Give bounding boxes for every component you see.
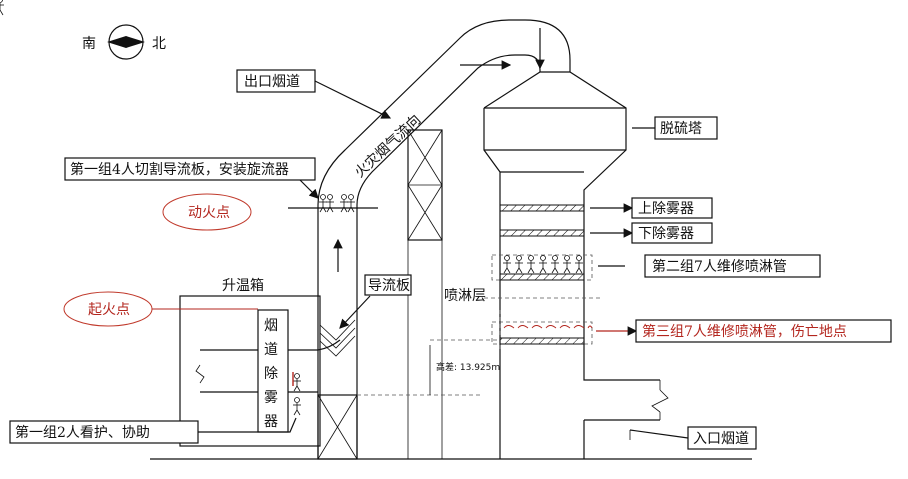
- group1-cut-box: [64, 157, 316, 181]
- upper-demister-band: [499, 204, 585, 212]
- hot-work-cloud: [162, 193, 252, 231]
- inlet-flue-leader: [629, 429, 689, 439]
- group2-workers: [0, 0, 584, 274]
- group3-casualties: [503, 325, 593, 329]
- inlet-flue-label: 入口烟道: [693, 431, 749, 447]
- flue-demister-c5: 器: [264, 414, 278, 430]
- compass-south-label: 南: [82, 36, 96, 52]
- spray-layer-area: [484, 254, 600, 345]
- flue-demister-c4: 雾: [264, 390, 278, 406]
- outlet-flue-leader: [314, 80, 392, 119]
- compass-north-label: 北: [152, 36, 166, 52]
- flue-demister-c3: 除: [264, 366, 278, 382]
- group3-label: 第三组7人维修喷淋管，伤亡地点: [642, 323, 847, 340]
- heating-box: [179, 295, 321, 447]
- group3-box: [635, 319, 892, 343]
- guide-plate-label: 导流板: [368, 278, 410, 294]
- fire-smoke-flow-label: 火灾烟气流向: [351, 111, 424, 181]
- group1-cut-leader: [299, 179, 319, 199]
- flue-demister-c2: 道: [264, 342, 278, 358]
- lower-demister-band: [499, 229, 585, 237]
- group1-guards: [292, 372, 302, 416]
- guide-plate-box: [364, 274, 412, 296]
- group2-label: 第二组7人维修喷淋管: [652, 258, 787, 275]
- fire-origin-label: 起火点: [88, 302, 130, 318]
- height-diff-label: 高差: 13.925m: [436, 361, 500, 373]
- flue-demister-box: [257, 309, 289, 433]
- compass-icon: [107, 24, 145, 60]
- height-dimension: [357, 339, 500, 396]
- upper-demister-box: [631, 197, 713, 219]
- group1-cut-label: 第一组4人切割导流板，安装旋流器: [70, 161, 289, 178]
- lower-demister-box: [631, 222, 713, 244]
- lower-demister-label: 下除雾器: [638, 226, 694, 242]
- desulfurization-tower-label: 脱硫塔: [660, 121, 702, 137]
- outlet-flue-label: 出口烟道: [244, 74, 300, 90]
- outlet-flue-duct: [317, 19, 571, 459]
- upper-demister-label: 上除雾器: [638, 201, 694, 217]
- desulfurization-tower-box: [654, 116, 718, 140]
- group1-guard-label: 第一组2人看护、协助: [15, 424, 150, 441]
- hot-work-point-label: 动火点: [188, 205, 230, 221]
- inlet-flue-box: [687, 426, 757, 450]
- spray-layer-label: 喷淋层: [444, 288, 486, 304]
- guide-plate-leader: [339, 295, 371, 329]
- heating-box-label: 升温箱: [222, 278, 264, 294]
- guide-plates: [319, 319, 356, 357]
- desulfurization-tower: [483, 71, 669, 459]
- group2-box: [644, 254, 821, 278]
- flue-demister-c1: 烟: [264, 318, 278, 334]
- group1-cutters: [288, 194, 378, 213]
- group1-guard-leader: [198, 417, 297, 433]
